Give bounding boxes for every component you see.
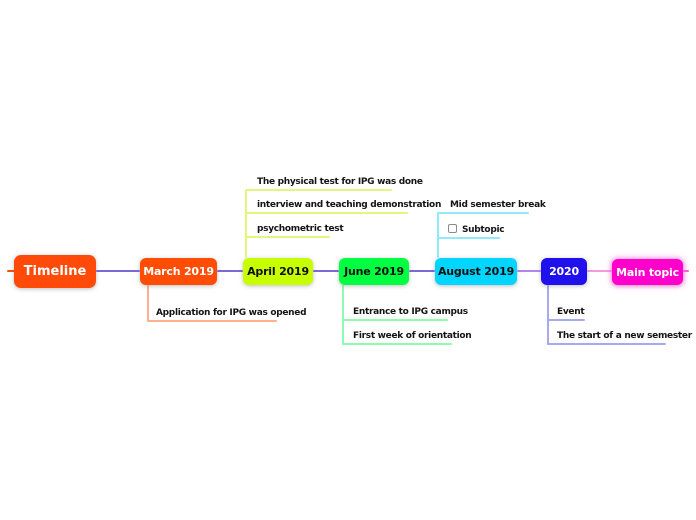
subtopic-entrance-campus[interactable]: Entrance to IPG campus bbox=[353, 307, 468, 317]
branch-line-march-1 bbox=[147, 320, 277, 322]
connector-june-august bbox=[409, 270, 435, 272]
subtopic-mid-semester-break[interactable]: Mid semester break bbox=[450, 200, 546, 210]
connector-august-2020 bbox=[517, 270, 541, 272]
node-march-2019-label: March 2019 bbox=[143, 265, 214, 278]
branch-line-april-vertical bbox=[245, 189, 247, 258]
branch-line-april-2 bbox=[245, 212, 408, 214]
connector-timeline-march bbox=[96, 270, 140, 272]
node-june-2019[interactable]: June 2019 bbox=[339, 258, 409, 285]
subtopic-new-semester[interactable]: The start of a new semester bbox=[557, 331, 692, 341]
branch-line-april-3 bbox=[245, 236, 330, 238]
node-april-2019[interactable]: April 2019 bbox=[243, 258, 313, 285]
subtopic-first-week[interactable]: First week of orientation bbox=[353, 331, 472, 341]
node-august-2019[interactable]: August 2019 bbox=[435, 258, 517, 285]
node-april-2019-label: April 2019 bbox=[247, 265, 309, 278]
node-timeline-label: Timeline bbox=[23, 264, 87, 279]
node-2020[interactable]: 2020 bbox=[541, 258, 587, 285]
connector-march-april bbox=[217, 270, 243, 272]
branch-line-2020-1 bbox=[547, 319, 585, 321]
right-edge-stub-line bbox=[683, 270, 689, 272]
node-timeline[interactable]: Timeline bbox=[14, 255, 96, 288]
branch-line-august-vertical bbox=[437, 212, 439, 258]
node-2020-label: 2020 bbox=[549, 265, 579, 278]
branch-line-march-vertical bbox=[147, 285, 149, 322]
subtopic-event[interactable]: Event bbox=[557, 307, 585, 317]
subtopic-interview-demo[interactable]: interview and teaching demonstration bbox=[257, 200, 442, 210]
branch-line-august-1 bbox=[437, 212, 529, 214]
branch-line-august-2 bbox=[437, 237, 500, 239]
branch-line-june-vertical bbox=[342, 285, 344, 345]
subtopic-physical-test[interactable]: The physical test for IPG was done bbox=[257, 177, 423, 187]
connector-2020-maintopic bbox=[587, 270, 612, 272]
checkbox-icon[interactable] bbox=[448, 224, 457, 233]
branch-line-june-1 bbox=[342, 319, 448, 321]
connector-april-june bbox=[313, 270, 339, 272]
branch-line-april-1 bbox=[245, 189, 392, 191]
branch-line-june-2 bbox=[342, 343, 452, 345]
node-march-2019[interactable]: March 2019 bbox=[140, 258, 217, 285]
left-edge-stub-line bbox=[7, 270, 15, 272]
subtopic-application-opened[interactable]: Application for IPG was opened bbox=[156, 308, 307, 318]
subtopic-subtopic[interactable]: Subtopic bbox=[462, 225, 505, 235]
branch-line-2020-2 bbox=[547, 343, 666, 345]
branch-line-2020-vertical bbox=[547, 285, 549, 345]
node-main-topic-label: Main topic bbox=[616, 265, 679, 279]
node-june-2019-label: June 2019 bbox=[344, 265, 404, 278]
node-august-2019-label: August 2019 bbox=[437, 265, 515, 278]
node-main-topic[interactable]: Main topic bbox=[612, 259, 683, 285]
subtopic-psychometric[interactable]: psychometric test bbox=[257, 224, 344, 234]
